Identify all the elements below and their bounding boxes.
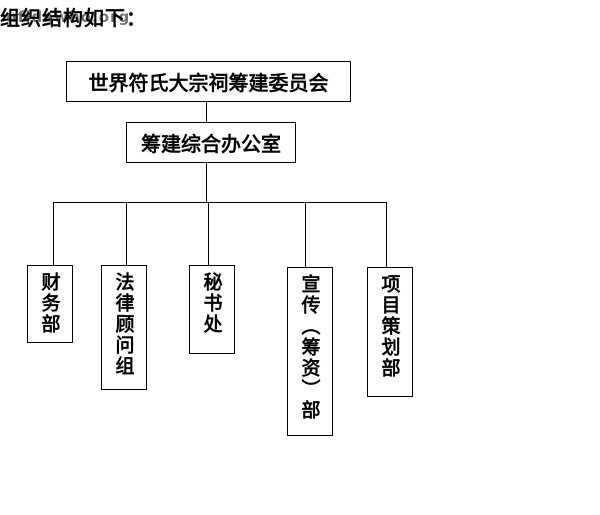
office-node: 筹建综合办公室 bbox=[126, 122, 296, 163]
connector-office-bus bbox=[206, 162, 207, 202]
dept-node-label: 秘书处 bbox=[200, 272, 223, 335]
connector-dept-4 bbox=[305, 202, 306, 268]
dept-node-label: 宣传（筹资）部 bbox=[298, 274, 321, 421]
connector-dept-5 bbox=[386, 202, 387, 268]
connector-dept-2 bbox=[126, 202, 127, 266]
office-node-label: 筹建综合办公室 bbox=[141, 132, 281, 156]
connector-dept-3 bbox=[208, 202, 209, 266]
heading-text: 组织结构如下： bbox=[0, 6, 147, 30]
dept-node-legal: 法律顾问组 bbox=[101, 265, 147, 390]
connector-bus bbox=[53, 202, 386, 203]
dept-node-label: 法律顾问组 bbox=[112, 272, 135, 377]
dept-node-planning: 项目策划部 bbox=[367, 267, 413, 397]
root-node-label: 世界符氏大宗祠筹建委员会 bbox=[88, 71, 329, 95]
connector-root-office bbox=[206, 101, 207, 123]
dept-node-label: 财务部 bbox=[38, 272, 61, 335]
dept-node-secretariat: 秘书处 bbox=[189, 265, 235, 354]
dept-node-finance: 财务部 bbox=[27, 265, 73, 343]
connector-dept-1 bbox=[53, 202, 54, 266]
dept-node-publicity: 宣传（筹资）部 bbox=[287, 267, 333, 436]
root-node: 世界符氏大宗祠筹建委员会 bbox=[66, 61, 351, 102]
dept-node-label: 项目策划部 bbox=[378, 274, 401, 379]
watermark: ufidawho.org bbox=[6, 8, 131, 26]
